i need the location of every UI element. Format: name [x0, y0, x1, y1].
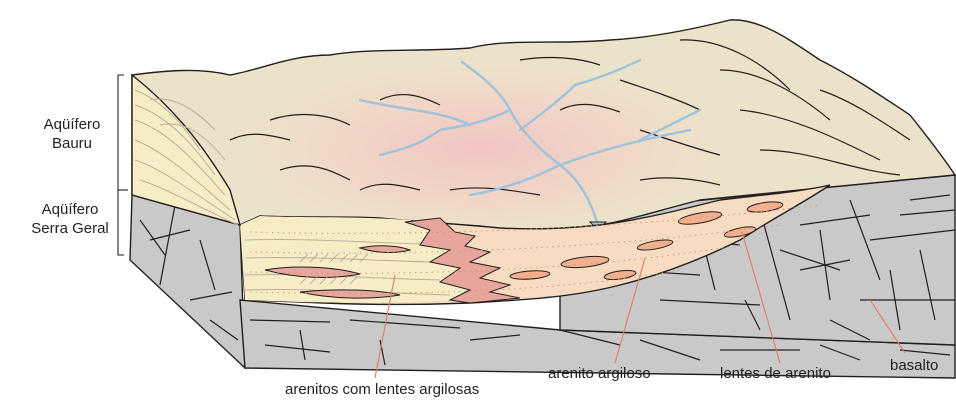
label-basalto: basalto	[890, 356, 938, 375]
aquifer-bauru-line2: Bauru	[26, 134, 118, 153]
aquifer-bauru-line1: Aqüífero	[26, 115, 118, 134]
label-lentes-de-arenito: lentes de arenito	[720, 364, 831, 383]
aquifer-serra-geral-label: Aqüífero Serra Geral	[20, 200, 120, 238]
aquifer-bauru-label: Aqüífero Bauru	[26, 115, 118, 153]
aquifer-serra-line1: Aqüífero	[20, 200, 120, 219]
aquifer-serra-line2: Serra Geral	[20, 219, 120, 238]
label-arenito-argiloso: arenito argiloso	[548, 364, 651, 383]
label-arenitos-com-lentes: arenitos com lentes argilosas	[285, 380, 479, 399]
surface-tint	[220, 45, 740, 235]
